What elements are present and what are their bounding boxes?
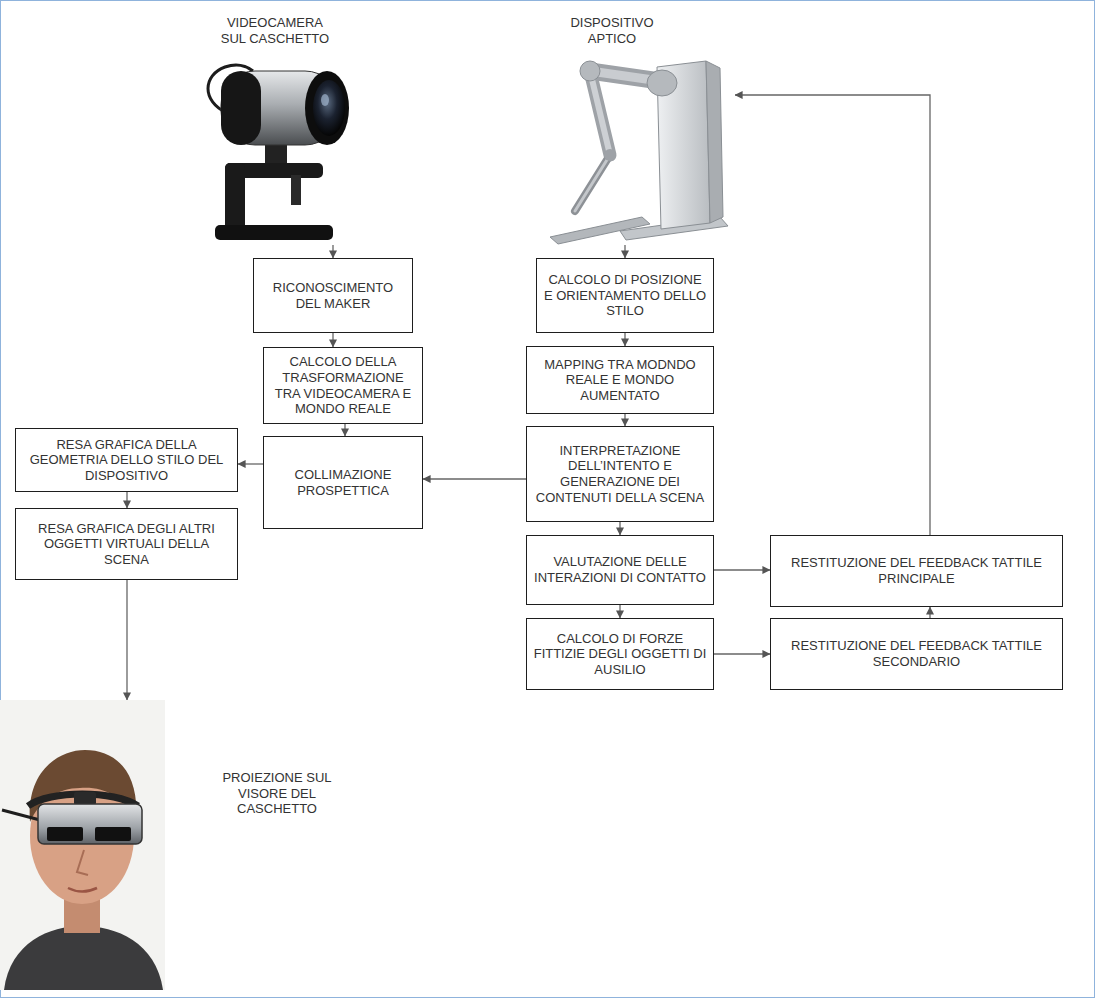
process-box: CALCOLO DELLA TRASFORMAZIONE TRA VIDEOCA… — [263, 347, 423, 424]
box-label: RESTITUZIONE DEL FEEDBACK TATTILE SECOND… — [777, 638, 1056, 669]
box-label: MAPPING TRA MODNDO REALE E MONDO AUMENTA… — [533, 357, 707, 404]
box-label: CALCOLO DELLA TRASFORMAZIONE TRA VIDEOCA… — [270, 354, 416, 416]
flow-arrow — [423, 478, 526, 479]
flow-arrow — [619, 522, 620, 535]
flow-arrow — [624, 333, 625, 346]
box-label: RESA GRAFICA DELLA GEOMETRIA DELLO STILO… — [22, 437, 231, 484]
process-box: CALCOLO DI POSIZIONE E ORIENTAMENTO DELL… — [536, 258, 714, 333]
process-box: RESTITUZIONE DEL FEEDBACK TATTILE SECOND… — [770, 618, 1063, 690]
box-label: VALUTAZIONE DELLE INTERAZIONI DI CONTATT… — [533, 554, 707, 585]
process-box: VALUTAZIONE DELLE INTERAZIONI DI CONTATT… — [526, 535, 714, 605]
process-box: RICONOSCIMENTO DEL MAKER — [253, 258, 413, 333]
flow-arrow — [714, 569, 770, 570]
process-box: RESTITUZIONE DEL FEEDBACK TATTILE PRINCI… — [770, 535, 1063, 607]
figure-node: PROIEZIONE SUL VISORE DEL CASCHETTO — [0, 700, 345, 990]
flow-arrow — [332, 333, 333, 347]
box-label: CALCOLO DI POSIZIONE E ORIENTAMENTO DELL… — [543, 272, 707, 319]
headset-user-photo — [0, 700, 170, 990]
process-box: RESA GRAFICA DEGLI ALTRI OGGETTI VIRTUAL… — [15, 508, 238, 580]
box-label: RESA GRAFICA DEGLI ALTRI OGGETTI VIRTUAL… — [22, 521, 231, 568]
box-label: CALCOLO DI FORZE FITTIZIE DEGLI OGGETTI … — [533, 631, 707, 678]
figure-label: PROIEZIONE SUL VISORE DEL CASCHETTO — [218, 770, 336, 817]
process-box: COLLIMAZIONE PROSPETTICA — [263, 436, 423, 529]
figure-node: VIDEOCAMERA SUL CASCHETTO — [195, 5, 355, 245]
box-label: RICONOSCIMENTO DEL MAKER — [260, 280, 406, 311]
process-box: MAPPING TRA MODNDO REALE E MONDO AUMENTA… — [526, 346, 714, 414]
flow-arrow — [624, 414, 625, 426]
flow-arrow — [238, 463, 263, 464]
process-box: CALCOLO DI FORZE FITTIZIE DEGLI OGGETTI … — [526, 618, 714, 690]
flow-arrow — [735, 95, 930, 535]
flow-arrow — [332, 245, 333, 258]
figure-node: DISPOSITIVO APTICO — [520, 5, 735, 245]
flow-arrow — [619, 605, 620, 618]
box-label: INTERPRETAZIONE DELL’INTENTO E GENERAZIO… — [533, 443, 707, 505]
flow-arrow — [624, 245, 625, 258]
box-label: COLLIMAZIONE PROSPETTICA — [270, 467, 416, 498]
flow-arrow — [929, 607, 930, 618]
box-label: RESTITUZIONE DEL FEEDBACK TATTILE PRINCI… — [777, 555, 1056, 586]
process-box: RESA GRAFICA DELLA GEOMETRIA DELLO STILO… — [15, 428, 238, 492]
figure-label: DISPOSITIVO APTICO — [557, 15, 667, 46]
flow-arrow — [714, 653, 770, 654]
process-box: INTERPRETAZIONE DELL’INTENTO E GENERAZIO… — [526, 426, 714, 522]
flow-arrow — [344, 424, 345, 436]
figure-label: VIDEOCAMERA SUL CASCHETTO — [214, 15, 336, 46]
flow-arrow — [126, 580, 127, 700]
flow-arrow — [126, 492, 127, 508]
